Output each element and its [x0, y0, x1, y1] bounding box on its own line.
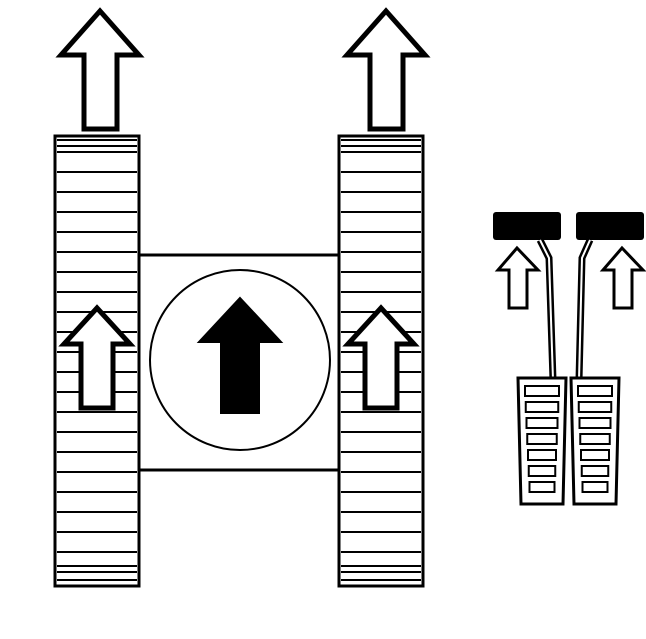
pedal-tread: [528, 481, 556, 493]
right-lever-forward-arrow: [599, 245, 646, 310]
pedal-tread: [577, 385, 613, 397]
right-lever-grip: [576, 212, 644, 240]
left-track-shoes: [57, 139, 137, 581]
left-travel-pedal: [516, 376, 568, 506]
pedal-tread: [580, 449, 610, 461]
left-track-forward-arrow: [58, 304, 136, 411]
right-track-shoes: [341, 139, 421, 581]
right-track-forward-arrow-top: [341, 7, 431, 132]
left-travel-lever: [493, 212, 561, 381]
pedal-tread: [578, 417, 612, 429]
pedal-tread: [524, 401, 560, 413]
pedal-tread: [580, 465, 610, 477]
pedal-tread: [527, 465, 557, 477]
left-lever-grip: [493, 212, 561, 240]
right-travel-lever: [575, 212, 646, 381]
right-track-forward-arrow: [342, 304, 420, 411]
left-track-forward-arrow-top: [55, 7, 145, 132]
right-track: [337, 134, 425, 588]
forward-direction-solid-arrow: [196, 296, 284, 414]
right-pedal-treads: [577, 385, 613, 493]
pedal-tread: [527, 449, 557, 461]
pedal-tread: [526, 433, 558, 445]
undercarriage-center: [137, 253, 341, 472]
left-track: [53, 134, 141, 588]
left-pedal-treads: [524, 385, 560, 493]
pedal-tread: [579, 433, 611, 445]
pedal-tread: [581, 481, 609, 493]
right-travel-pedal: [569, 376, 621, 506]
left-lever-forward-arrow: [494, 245, 542, 310]
pedal-tread: [524, 385, 560, 397]
pedal-tread: [577, 401, 613, 413]
pedal-tread: [525, 417, 559, 429]
